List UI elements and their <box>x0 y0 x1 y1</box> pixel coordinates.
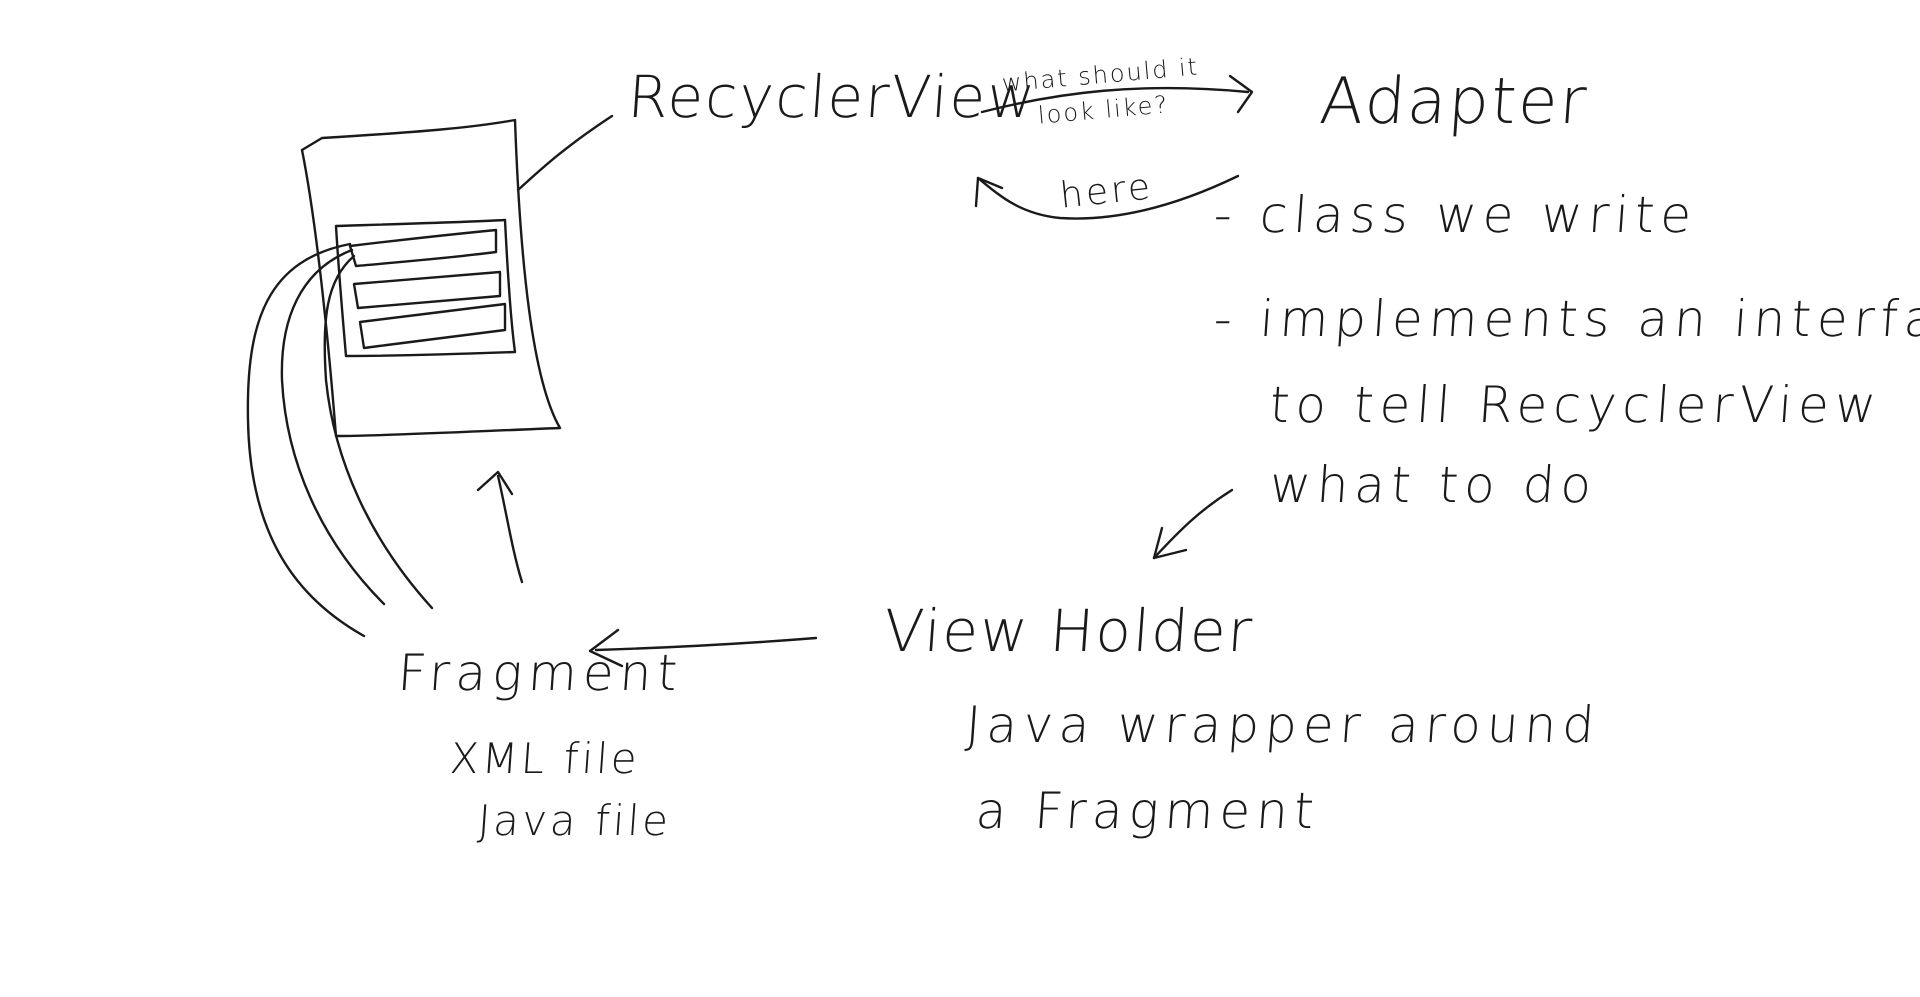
adapter-note-4: what to do <box>1267 456 1600 514</box>
arrow-here-head <box>974 176 1004 208</box>
here-label: here <box>1058 166 1155 217</box>
list-row-1 <box>348 228 498 268</box>
arrow-question-text: what should it look like? <box>1000 52 1201 130</box>
arrow-to-adapter-head <box>1228 74 1254 114</box>
arrow-to-adapter <box>980 86 1250 114</box>
arrow-fragment-to-phone <box>496 474 524 584</box>
arrow-here <box>976 174 1240 220</box>
list-row-3 <box>358 302 507 350</box>
fragment-to-row-line-3 <box>323 254 434 610</box>
fragment-note-1: XML file <box>448 734 642 783</box>
arrow-to-fragment-head <box>588 628 624 668</box>
arrow-fragment-to-phone-head <box>476 470 514 496</box>
arrow-to-viewholder-head <box>1152 526 1188 560</box>
adapter-note-2: - implements an interface <box>1211 290 1920 348</box>
list-row-2 <box>352 270 502 310</box>
viewholder-note-2: a Fragment <box>973 782 1322 840</box>
adapter-note-3: to tell RecyclerView <box>1267 376 1884 434</box>
adapter-note-1: - class we write <box>1211 186 1700 244</box>
recyclerview-box <box>334 218 517 358</box>
arrow-to-viewholder <box>1152 488 1234 560</box>
fragment-note-2: Java file <box>476 796 673 845</box>
recyclerview-pointer-line <box>516 114 614 192</box>
adapter-label: Adapter <box>1317 65 1591 139</box>
fragment-label: Fragment <box>395 644 686 702</box>
arrow-to-fragment <box>594 636 818 652</box>
viewholder-note-1: Java wrapper around <box>963 696 1603 754</box>
viewholder-label: View Holder <box>881 597 1257 665</box>
recyclerview-label: RecyclerView <box>625 63 1040 131</box>
fragment-to-row-line-1 <box>246 242 366 638</box>
fragment-to-row-line-2 <box>280 248 386 606</box>
